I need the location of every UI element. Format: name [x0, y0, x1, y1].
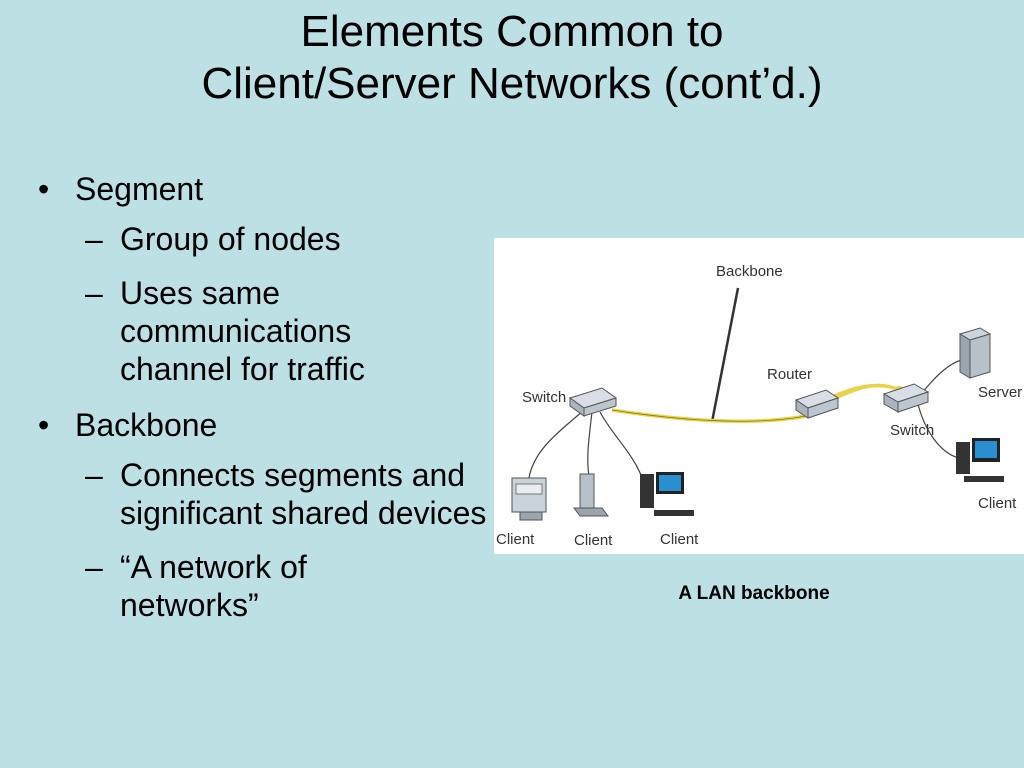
sub-bullet-list: Connects segments and significant shared…: [75, 456, 490, 624]
label-backbone: Backbone: [716, 263, 783, 280]
label-client-1: Client: [496, 531, 535, 548]
client-cable: [917, 403, 960, 459]
router-icon: [794, 389, 840, 419]
client-3-icon: [640, 472, 694, 516]
client-2-icon: [573, 473, 609, 517]
title-line-2: Client/Server Networks (cont’d.): [201, 59, 823, 108]
sub-bullet: Uses same communications channel for tra…: [75, 274, 420, 388]
bullet-segment: Segment Group of nodes Uses same communi…: [30, 170, 490, 388]
switch-right-icon: [882, 383, 930, 413]
slide-title: Elements Common to Client/Server Network…: [0, 6, 1024, 110]
label-router: Router: [767, 366, 812, 383]
switch-left-icon: [568, 387, 618, 417]
sub-bullet-list: Group of nodes Uses same communications …: [75, 220, 490, 388]
bullet-list: Segment Group of nodes Uses same communi…: [30, 170, 490, 642]
bullet-text: Backbone: [75, 407, 218, 443]
sub-bullet: Group of nodes: [75, 220, 490, 258]
server-cable: [921, 359, 963, 394]
label-switch-right: Switch: [890, 422, 934, 439]
client-cable: [528, 409, 585, 479]
client-cable: [587, 411, 593, 477]
client-cable: [599, 411, 645, 484]
server-icon: [958, 327, 992, 379]
label-switch-left: Switch: [522, 389, 566, 406]
bullet-backbone: Backbone Connects segments and significa…: [30, 406, 490, 624]
lan-backbone-diagram: Backbone Router Switch Switch Server Cli…: [494, 238, 1024, 554]
sub-bullet: Connects segments and significant shared…: [75, 456, 500, 532]
bullet-text: Segment: [75, 171, 204, 207]
label-client-4: Client: [978, 495, 1017, 512]
client-1-icon: [511, 477, 547, 521]
label-client-3: Client: [660, 531, 699, 548]
label-client-2: Client: [574, 532, 613, 549]
client-4-icon: [956, 438, 1004, 482]
label-server: Server: [978, 384, 1022, 401]
sub-bullet: “A network of networks”: [75, 548, 400, 624]
backbone-line: [710, 287, 740, 423]
title-line-1: Elements Common to: [300, 7, 724, 56]
figure-caption: A LAN backbone: [678, 583, 830, 604]
